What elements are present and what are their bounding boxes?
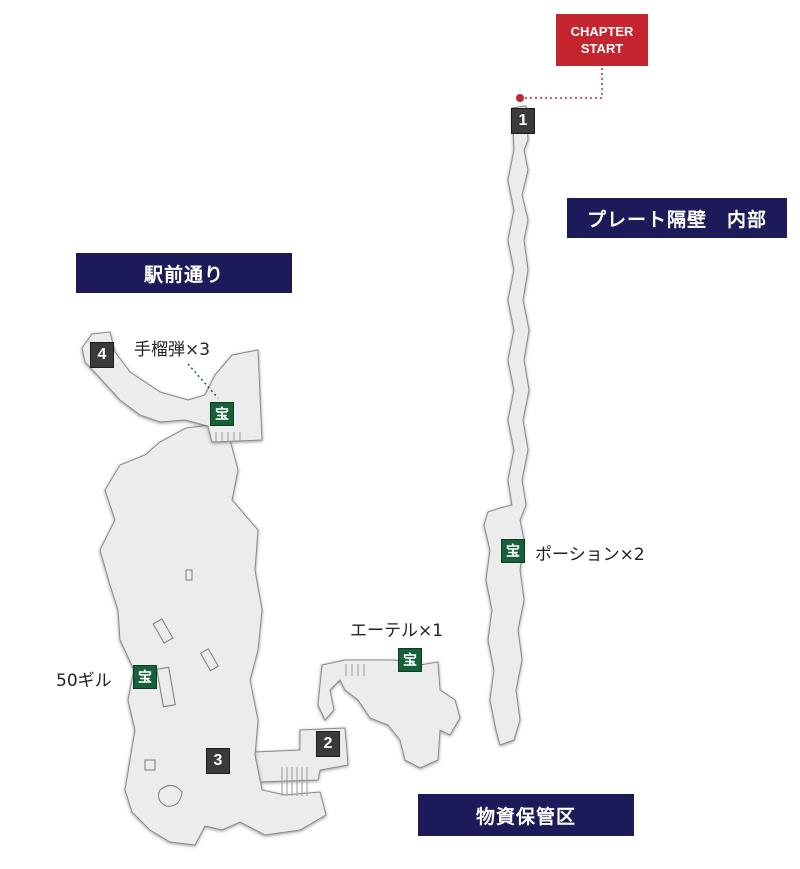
chapter-start-badge: CHAPTER START [556, 14, 648, 66]
area-banner-station-street: 駅前通り [76, 253, 292, 293]
area-banner-plate-interior: プレート隔壁 内部 [567, 198, 787, 238]
stairs-detail [215, 432, 365, 796]
plate-corridor [483, 105, 530, 746]
treasure-icon-ether: 宝 [398, 648, 422, 672]
item-label-gil: 50ギル [56, 671, 112, 691]
marker-4: 4 [90, 342, 114, 368]
area-banner-supply-storage: 物資保管区 [418, 794, 634, 836]
item-label-grenades: 手榴弾×3 [134, 340, 211, 360]
treasure-icon-grenades: 宝 [210, 402, 234, 426]
item-label-ether: エーテル×1 [350, 621, 444, 641]
station-street-cave [99, 424, 327, 846]
item-label-potions: ポーション×2 [535, 545, 645, 565]
chapter-start-line1: CHAPTER [570, 24, 634, 39]
treasure-icon-potions: 宝 [501, 539, 525, 563]
chapter-start-line2: START [580, 41, 624, 56]
start-point [516, 94, 524, 102]
storage-room [317, 659, 461, 769]
marker-2: 2 [316, 731, 340, 757]
marker-3: 3 [206, 748, 230, 774]
treasure-icon-gil: 宝 [133, 665, 157, 689]
chapter-start-connector [520, 68, 603, 99]
debris-details [144, 569, 220, 807]
marker-1: 1 [511, 108, 535, 134]
